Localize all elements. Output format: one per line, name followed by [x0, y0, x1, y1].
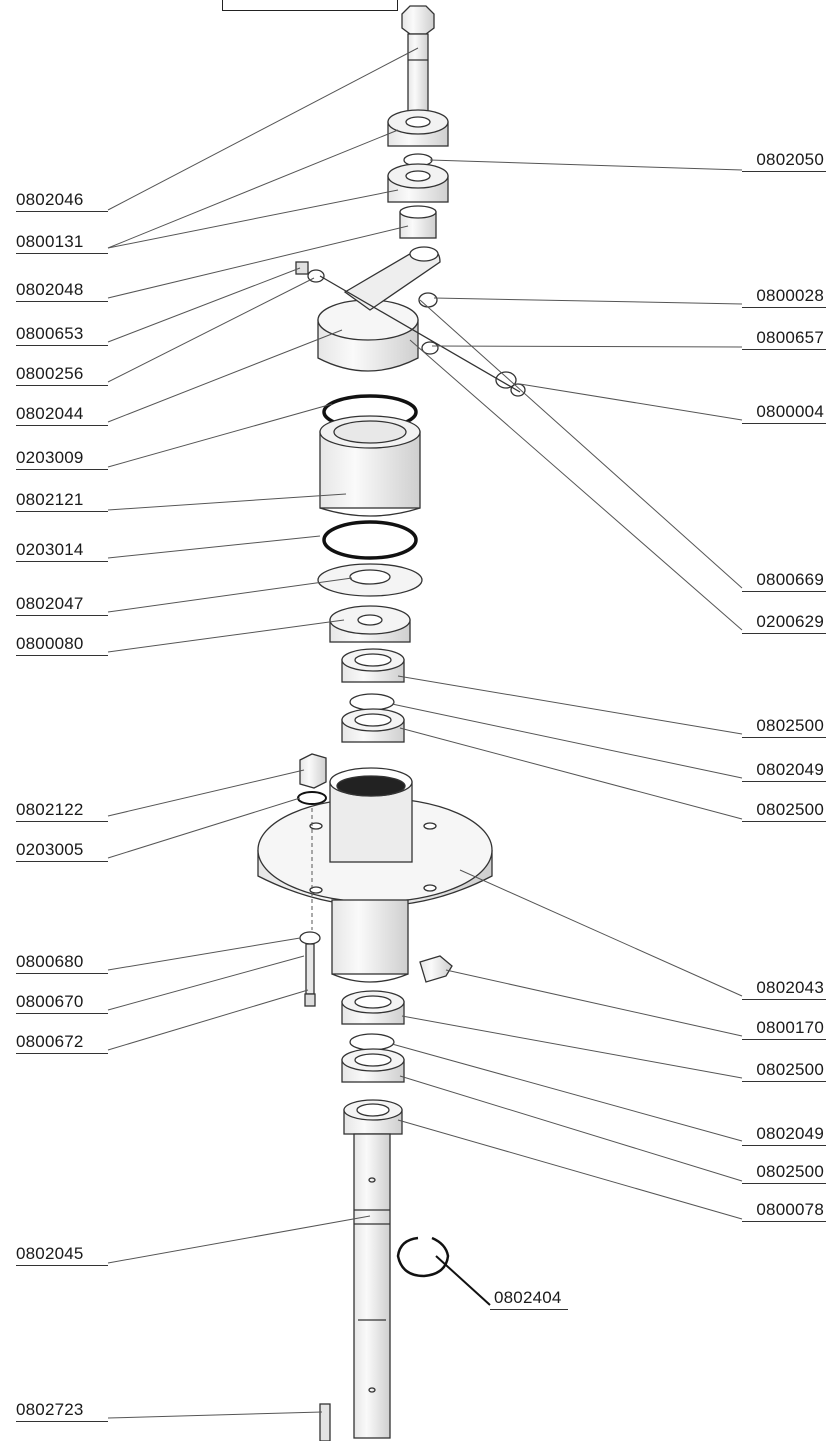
- thick-washer-part: [329, 605, 411, 643]
- label-underline: [16, 821, 108, 822]
- bearing-top-part: [387, 109, 449, 147]
- part-label-0203009: 0203009: [16, 448, 84, 467]
- label-underline: [742, 307, 826, 308]
- label-underline: [16, 211, 108, 212]
- spacer-part: [399, 205, 437, 239]
- label-underline: [742, 1221, 826, 1222]
- part-label-0802050: 0802050: [756, 150, 824, 169]
- label-underline: [742, 1081, 826, 1082]
- label-underline: [16, 655, 108, 656]
- part-label-0203005: 0203005: [16, 840, 84, 859]
- label-underline: [742, 1183, 826, 1184]
- label-underline: [16, 253, 108, 254]
- part-label-0802045: 0802045: [16, 1244, 84, 1263]
- part-label-0800080: 0800080: [16, 634, 84, 653]
- label-underline: [742, 633, 826, 634]
- label-underline: [16, 511, 108, 512]
- part-label-0800028: 0800028: [756, 286, 824, 305]
- o-ring-lower-part: [322, 520, 418, 560]
- bottom-washer-part: [343, 1099, 403, 1135]
- label-underline: [742, 999, 826, 1000]
- part-label-0800670: 0800670: [16, 992, 84, 1011]
- label-underline: [16, 1265, 108, 1266]
- grease-nipple-part: [419, 955, 453, 983]
- flat-washer-part: [317, 563, 423, 597]
- label-underline: [490, 1309, 568, 1310]
- key-part: [319, 1403, 331, 1441]
- label-underline: [742, 591, 826, 592]
- part-label-0800653: 0800653: [16, 324, 84, 343]
- label-underline: [742, 1039, 826, 1040]
- label-underline: [742, 737, 826, 738]
- threaded-sleeve-part: [319, 415, 421, 517]
- part-label-0800256: 0800256: [16, 364, 84, 383]
- part-label-0802121: 0802121: [16, 490, 84, 509]
- seal-ring-small-part: [297, 791, 327, 805]
- circlip-part: [396, 1236, 450, 1278]
- part-label-0802046: 0802046: [16, 190, 84, 209]
- hub-flange-part: [257, 767, 493, 983]
- part-label-0802049b: 0802049: [756, 1124, 824, 1143]
- label-underline: [742, 171, 826, 172]
- part-label-0802404: 0802404: [494, 1288, 562, 1307]
- part-label-0800680: 0800680: [16, 952, 84, 971]
- set-screw-part: [295, 261, 325, 283]
- bolt-part: [401, 5, 435, 117]
- part-label-0802500d: 0802500: [756, 1162, 824, 1181]
- label-underline: [742, 423, 826, 424]
- title-block-fragment: 0802050450: [222, 0, 398, 11]
- label-underline: [16, 1421, 108, 1422]
- label-underline: [16, 615, 108, 616]
- label-underline: [16, 1013, 108, 1014]
- part-label-0800669: 0800669: [756, 570, 824, 589]
- cap-screw-part: [299, 931, 321, 1007]
- label-underline: [742, 349, 826, 350]
- label-underline: [16, 1053, 108, 1054]
- part-label-0802047: 0802047: [16, 594, 84, 613]
- lever-housing-part: [317, 246, 441, 372]
- label-underline: [16, 425, 108, 426]
- part-label-0800657: 0800657: [756, 328, 824, 347]
- label-underline: [742, 1145, 826, 1146]
- label-underline: [16, 561, 108, 562]
- label-underline: [742, 781, 826, 782]
- side-fittings-part: [319, 275, 526, 397]
- label-underline: [742, 821, 826, 822]
- part-label-0800078: 0800078: [756, 1200, 824, 1219]
- label-underline: [16, 973, 108, 974]
- ball-bearing-lower-2-part: [341, 1048, 405, 1083]
- label-underline: [16, 345, 108, 346]
- part-label-0802044: 0802044: [16, 404, 84, 423]
- ball-bearing-lower-part: [341, 990, 405, 1025]
- part-label-0802500b: 0802500: [756, 800, 824, 819]
- part-label-0802122: 0802122: [16, 800, 84, 819]
- part-label-0802048: 0802048: [16, 280, 84, 299]
- spacer-ring-lower-part: [349, 1033, 395, 1051]
- label-underline: [16, 385, 108, 386]
- ball-bearing-upper-part: [341, 648, 405, 683]
- part-label-0800170: 0800170: [756, 1018, 824, 1037]
- label-underline: [16, 469, 108, 470]
- part-label-0800672: 0800672: [16, 1032, 84, 1051]
- part-label-0800131: 0800131: [16, 232, 84, 251]
- part-label-0802723: 0802723: [16, 1400, 84, 1419]
- shaft-part: [353, 1133, 391, 1439]
- part-label-0802043: 0802043: [756, 978, 824, 997]
- spacer-ring-upper-part: [349, 693, 395, 711]
- part-label-0800004: 0800004: [756, 402, 824, 421]
- plug-part: [299, 753, 327, 789]
- part-label-0802500a: 0802500: [756, 716, 824, 735]
- part-label-0200629: 0200629: [756, 612, 824, 631]
- bearing-top-2-part: [387, 163, 449, 203]
- part-label-0802049a: 0802049: [756, 760, 824, 779]
- part-label-0203014: 0203014: [16, 540, 84, 559]
- label-underline: [16, 301, 108, 302]
- part-label-0802500c: 0802500: [756, 1060, 824, 1079]
- label-underline: [16, 861, 108, 862]
- ball-bearing-upper-2-part: [341, 708, 405, 743]
